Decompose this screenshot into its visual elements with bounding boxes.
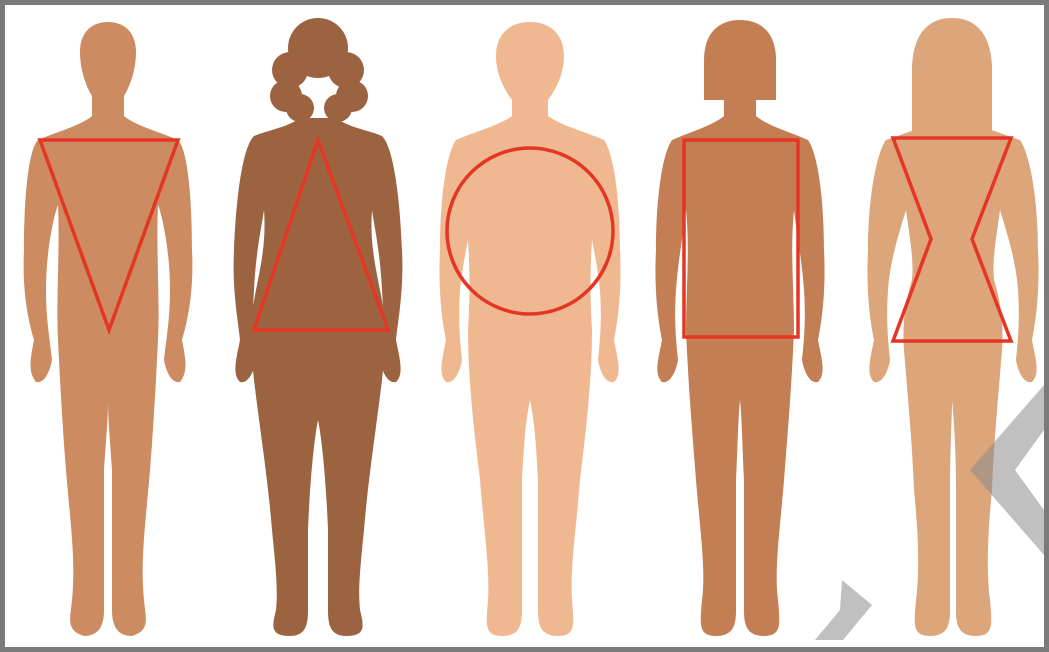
figure-circle <box>439 22 620 636</box>
body-shapes-illustration <box>5 5 1044 647</box>
body-silhouette <box>439 22 620 636</box>
body-silhouette <box>867 18 1038 636</box>
figure-rectangle <box>655 20 824 636</box>
body-silhouette <box>234 18 403 636</box>
figure-hourglass <box>867 18 1038 636</box>
figure-triangle <box>234 18 403 636</box>
figure-inverted-triangle <box>24 22 193 636</box>
